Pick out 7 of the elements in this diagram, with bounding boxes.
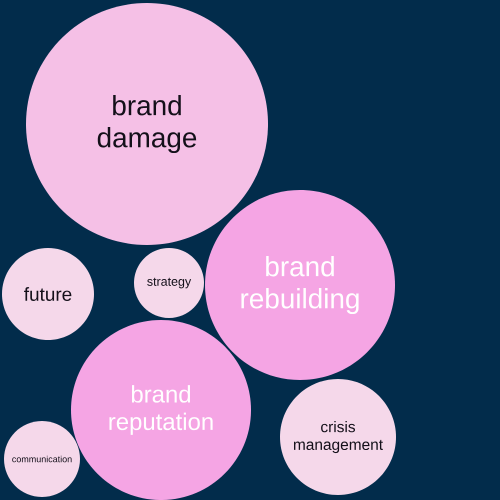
bubble: brand rebuilding <box>205 190 395 380</box>
bubble: future <box>2 248 94 340</box>
bubble: brand reputation <box>71 320 251 500</box>
bubble: brand damage <box>26 3 268 245</box>
bubble: crisis management <box>280 379 396 495</box>
bubble: strategy <box>134 248 204 318</box>
bubble: communication <box>4 421 80 497</box>
